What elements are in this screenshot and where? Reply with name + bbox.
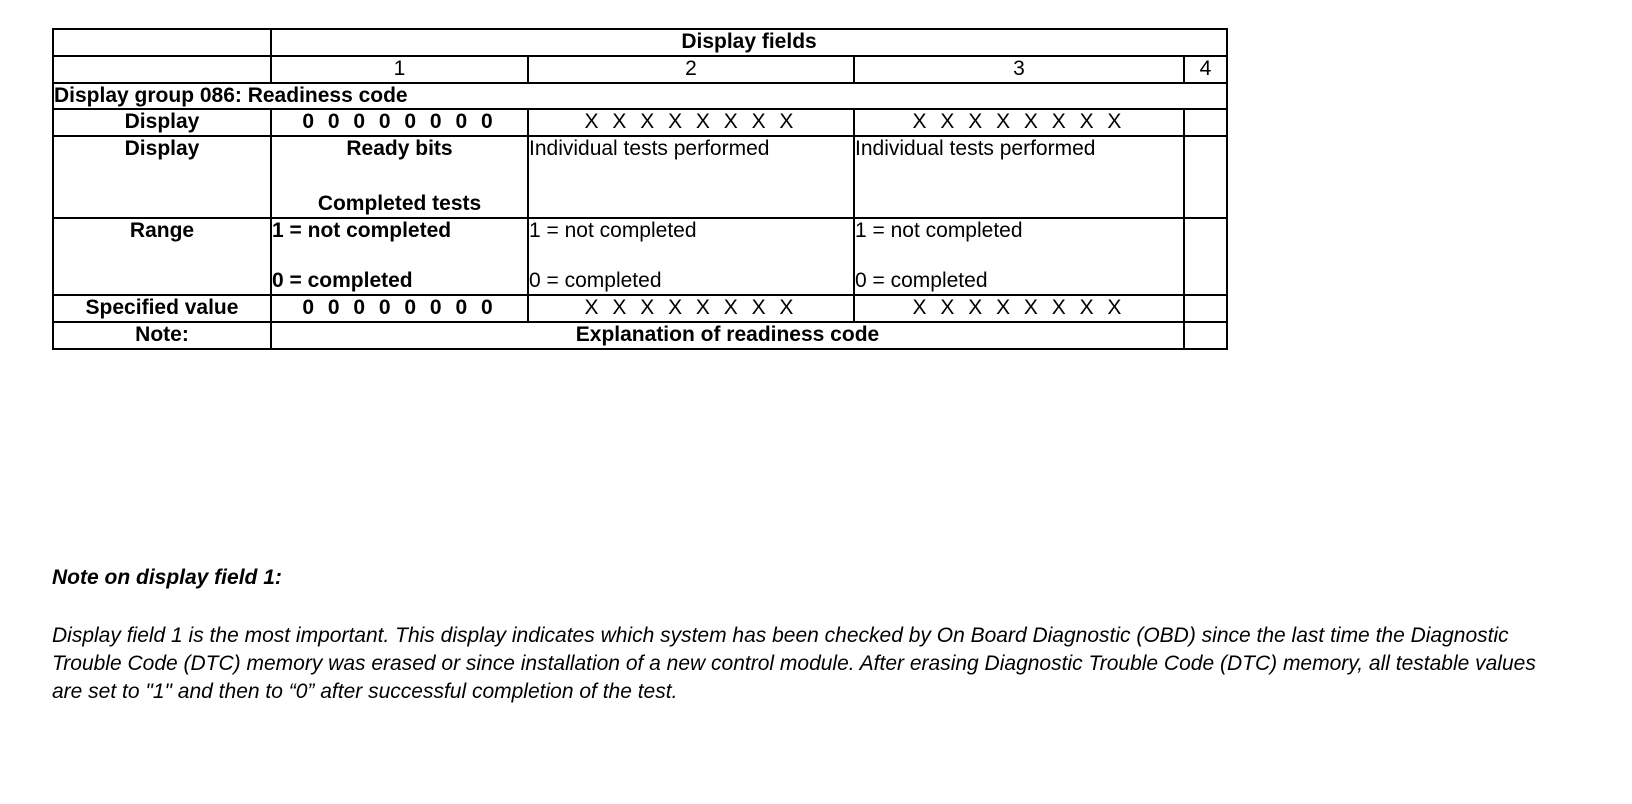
row-label-note: Note: <box>52 320 272 350</box>
readiness-code-table: Display fields 1 2 3 4 Display group 086… <box>51 28 1229 350</box>
table-row: Display 0 0 0 0 0 0 0 0 X X X X X X X X … <box>52 108 1229 138</box>
table-row: Display Ready bits Completed tests Indiv… <box>52 135 1229 219</box>
row2-field2-line2: 0 = completed <box>529 269 662 293</box>
row2-field3-line2: 0 = completed <box>855 269 988 293</box>
row1-field2-value: Individual tests performed <box>527 135 855 219</box>
row2-field1-cell: 1 = not completed 0 = completed <box>270 216 529 297</box>
row0-field2-value: X X X X X X X X <box>527 108 855 138</box>
row0-field4-value <box>1182 108 1229 138</box>
row1-field1-line1: Ready bits <box>346 137 453 161</box>
row3-field1-value: 0 0 0 0 0 0 0 0 <box>270 294 529 323</box>
row3-field3-value: X X X X X X X X <box>853 294 1185 323</box>
table-row: Specified value 0 0 0 0 0 0 0 0 X X X X … <box>52 294 1229 323</box>
row4-field4-value <box>1182 320 1229 350</box>
display-group-title: Display group 086: Readiness code <box>51 81 1229 111</box>
table-row-group-title: Display group 086: Readiness code <box>51 81 1229 111</box>
row2-field2-cell: 1 = not completed 0 = completed <box>527 216 855 297</box>
row1-field4-value <box>1182 135 1229 219</box>
column-header-1: 1 <box>270 54 529 84</box>
note-section: Note on display field 1: Display field 1… <box>52 566 1552 706</box>
row3-field2-value: X X X X X X X X <box>527 294 855 323</box>
column-header-4: 4 <box>1182 54 1229 84</box>
row2-field1-line2: 0 = completed <box>272 269 413 293</box>
row-label-display-meaning: Display <box>52 135 272 219</box>
table-header-row-numbers: 1 2 3 4 <box>52 54 1229 84</box>
row4-note-value: Explanation of readiness code <box>270 320 1185 350</box>
display-fields-header: Display fields <box>269 28 1229 57</box>
note-heading: Note on display field 1: <box>52 566 282 589</box>
table-row: Note: Explanation of readiness code <box>52 320 1229 350</box>
row0-field1-value: 0 0 0 0 0 0 0 0 <box>270 108 529 138</box>
note-body-text: Display field 1 is the most important. T… <box>52 624 1536 704</box>
header-corner-cell-lower <box>52 54 272 84</box>
row-label-display-bits: Display <box>52 108 272 138</box>
row1-field1-cell: Ready bits Completed tests <box>270 135 529 219</box>
column-header-2: 2 <box>527 54 855 84</box>
table-row: Range 1 = not completed 0 = completed 1 … <box>52 216 1229 297</box>
row3-field4-value <box>1182 294 1229 323</box>
column-header-3: 3 <box>853 54 1185 84</box>
header-corner-cell <box>52 28 272 57</box>
row1-field3-value: Individual tests performed <box>853 135 1185 219</box>
row-label-specified-value: Specified value <box>52 294 272 323</box>
row-label-range: Range <box>52 216 272 297</box>
row2-field1-line1: 1 = not completed <box>272 218 452 242</box>
readiness-code-table-container: Display fields 1 2 3 4 Display group 086… <box>51 28 1229 350</box>
row2-field3-cell: 1 = not completed 0 = completed <box>853 216 1185 297</box>
row2-field3-line1: 1 = not completed <box>855 218 1023 242</box>
row2-field2-line1: 1 = not completed <box>529 218 697 242</box>
row0-field3-value: X X X X X X X X <box>853 108 1185 138</box>
row1-field1-line2: Completed tests <box>317 191 482 215</box>
row2-field4-value <box>1182 216 1229 297</box>
table-header-row-title: Display fields <box>52 28 1229 57</box>
